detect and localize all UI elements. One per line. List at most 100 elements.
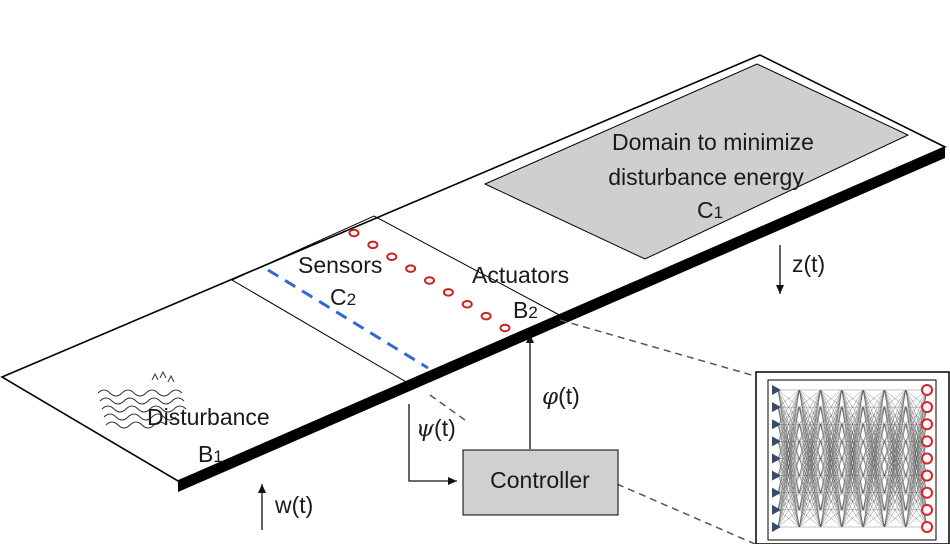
network-edge: [777, 475, 800, 528]
network-input-node: [772, 522, 781, 532]
network-edge: [799, 389, 821, 493]
actuator-marker: [367, 240, 379, 250]
network-output-node: [921, 469, 933, 482]
network-edge: [841, 389, 864, 493]
network-edge: [862, 389, 885, 493]
network-edge: [777, 389, 800, 442]
network-edge: [884, 424, 906, 528]
network-edge: [799, 407, 821, 528]
leader-lines: [429, 319, 756, 544]
phi-symbol: φ: [542, 384, 559, 410]
network-edge: [841, 475, 864, 528]
network-edge: [820, 389, 843, 459]
network-edge: [799, 389, 821, 510]
sensors-symbol-sub: 2: [347, 290, 356, 309]
network-edge: [884, 458, 906, 528]
network-edge: [905, 492, 928, 528]
network-output-node: [921, 486, 933, 499]
network-edge: [820, 492, 843, 528]
actuator-marker: [480, 311, 492, 321]
network-input-node: [772, 504, 781, 515]
network-edge: [884, 389, 906, 476]
sensors-label: Sensors: [298, 252, 382, 278]
network-edge: [841, 389, 864, 476]
network-edge: [777, 389, 800, 528]
network-edge: [841, 389, 864, 459]
network-edge: [777, 458, 800, 528]
network-edge: [862, 389, 885, 425]
disturbance-symbol: B1: [198, 441, 223, 467]
phi-arg: (t): [558, 383, 580, 409]
actuator-markers: [348, 228, 511, 333]
network-edge: [777, 389, 800, 493]
network-edge: [862, 389, 885, 528]
network-edge: [777, 509, 800, 528]
w-signal-label: w(t): [274, 492, 313, 518]
network-input-node: [772, 419, 781, 430]
network-inset-inner: [767, 379, 937, 541]
network-edge: [799, 492, 821, 528]
network-edge: [777, 389, 800, 459]
sensors-symbol: C2: [330, 284, 356, 310]
actuator-marker: [386, 252, 398, 261]
domain-symbol-letter: C: [697, 197, 714, 223]
network-edge: [777, 407, 800, 528]
network-edge: [841, 458, 864, 528]
network-edge: [862, 389, 885, 476]
disturbance-symbol-sub: 1: [213, 447, 222, 466]
network-output-node: [921, 401, 933, 414]
actuators-symbol: B2: [513, 297, 538, 323]
network-edge: [863, 389, 885, 408]
network-output-node: [921, 435, 933, 448]
network-edge: [905, 389, 928, 459]
actuator-marker: [424, 276, 435, 285]
network-edge: [841, 389, 864, 442]
network-edge: [799, 441, 821, 528]
disturbance-symbol-letter: B: [198, 441, 213, 467]
network-edge: [862, 458, 885, 528]
network-edge: [841, 509, 864, 528]
network-edge: [777, 389, 800, 408]
network-edge: [799, 424, 821, 528]
network-edge: [777, 389, 800, 476]
network-edge: [884, 389, 906, 510]
network-edge: [884, 475, 906, 528]
network-edge: [777, 492, 800, 528]
network-edge: [777, 441, 800, 528]
network-edge: [884, 389, 906, 442]
domain-symbol-sub: 1: [714, 203, 723, 222]
network-edge: [820, 389, 843, 442]
network-edge: [799, 389, 821, 528]
psi-label: ψ(t): [416, 415, 456, 442]
actuator-marker: [405, 264, 417, 273]
network-edge: [820, 441, 843, 528]
neural-network: [772, 384, 933, 533]
network-edge: [884, 492, 906, 528]
network-edge: [905, 458, 928, 528]
disturbance-label: Disturbance: [147, 404, 270, 430]
network-edge: [862, 424, 885, 528]
network-edge: [905, 475, 928, 528]
controller-label: Controller: [490, 467, 590, 493]
domain-symbol: C1: [697, 197, 723, 223]
network-edge: [841, 389, 864, 408]
network-input-node: [772, 385, 781, 395]
network-edge: [820, 389, 842, 408]
network-edge: [862, 407, 885, 528]
network-edge: [820, 424, 843, 528]
network-output-node: [921, 503, 933, 516]
network-input-node: [772, 453, 781, 464]
network-edge: [862, 475, 885, 528]
network-edge: [777, 424, 800, 528]
controller-box: [462, 449, 619, 516]
network-edge: [820, 389, 843, 493]
network-edge: [799, 509, 821, 528]
actuators-symbol-sub: 2: [528, 303, 537, 322]
network-output-node: [921, 384, 933, 396]
network-edge: [799, 458, 821, 528]
network-edge: [820, 509, 842, 528]
psi-symbol: ψ: [416, 416, 435, 442]
network-edge: [884, 389, 906, 528]
network-input-node: [772, 487, 781, 498]
